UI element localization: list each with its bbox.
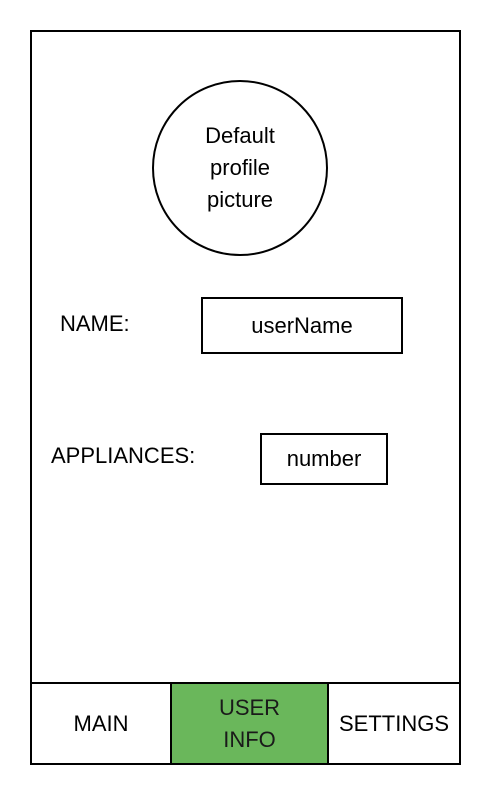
default-profile-picture[interactable]: Default profile picture — [152, 80, 328, 256]
tab-user-info[interactable]: USER INFO — [172, 684, 329, 763]
appliances-value: number — [286, 446, 362, 471]
name-value: userName — [251, 312, 353, 338]
name-field[interactable]: userName — [201, 297, 403, 354]
name-label: NAME: — [60, 311, 130, 336]
tab-settings[interactable]: SETTINGS — [329, 684, 459, 763]
appliances-field[interactable]: number — [260, 433, 388, 485]
tab-user-info-label: USER INFO — [218, 694, 281, 752]
tab-main[interactable]: MAIN — [32, 684, 172, 763]
bottom-tab-bar: MAIN USER INFO SETTINGS — [30, 682, 461, 765]
tab-settings-label: SETTINGS — [338, 710, 449, 736]
tab-main-label: MAIN — [73, 710, 129, 736]
profile-picture-text: Default profile picture — [205, 123, 275, 212]
appliances-label: APPLIANCES: — [51, 443, 196, 468]
